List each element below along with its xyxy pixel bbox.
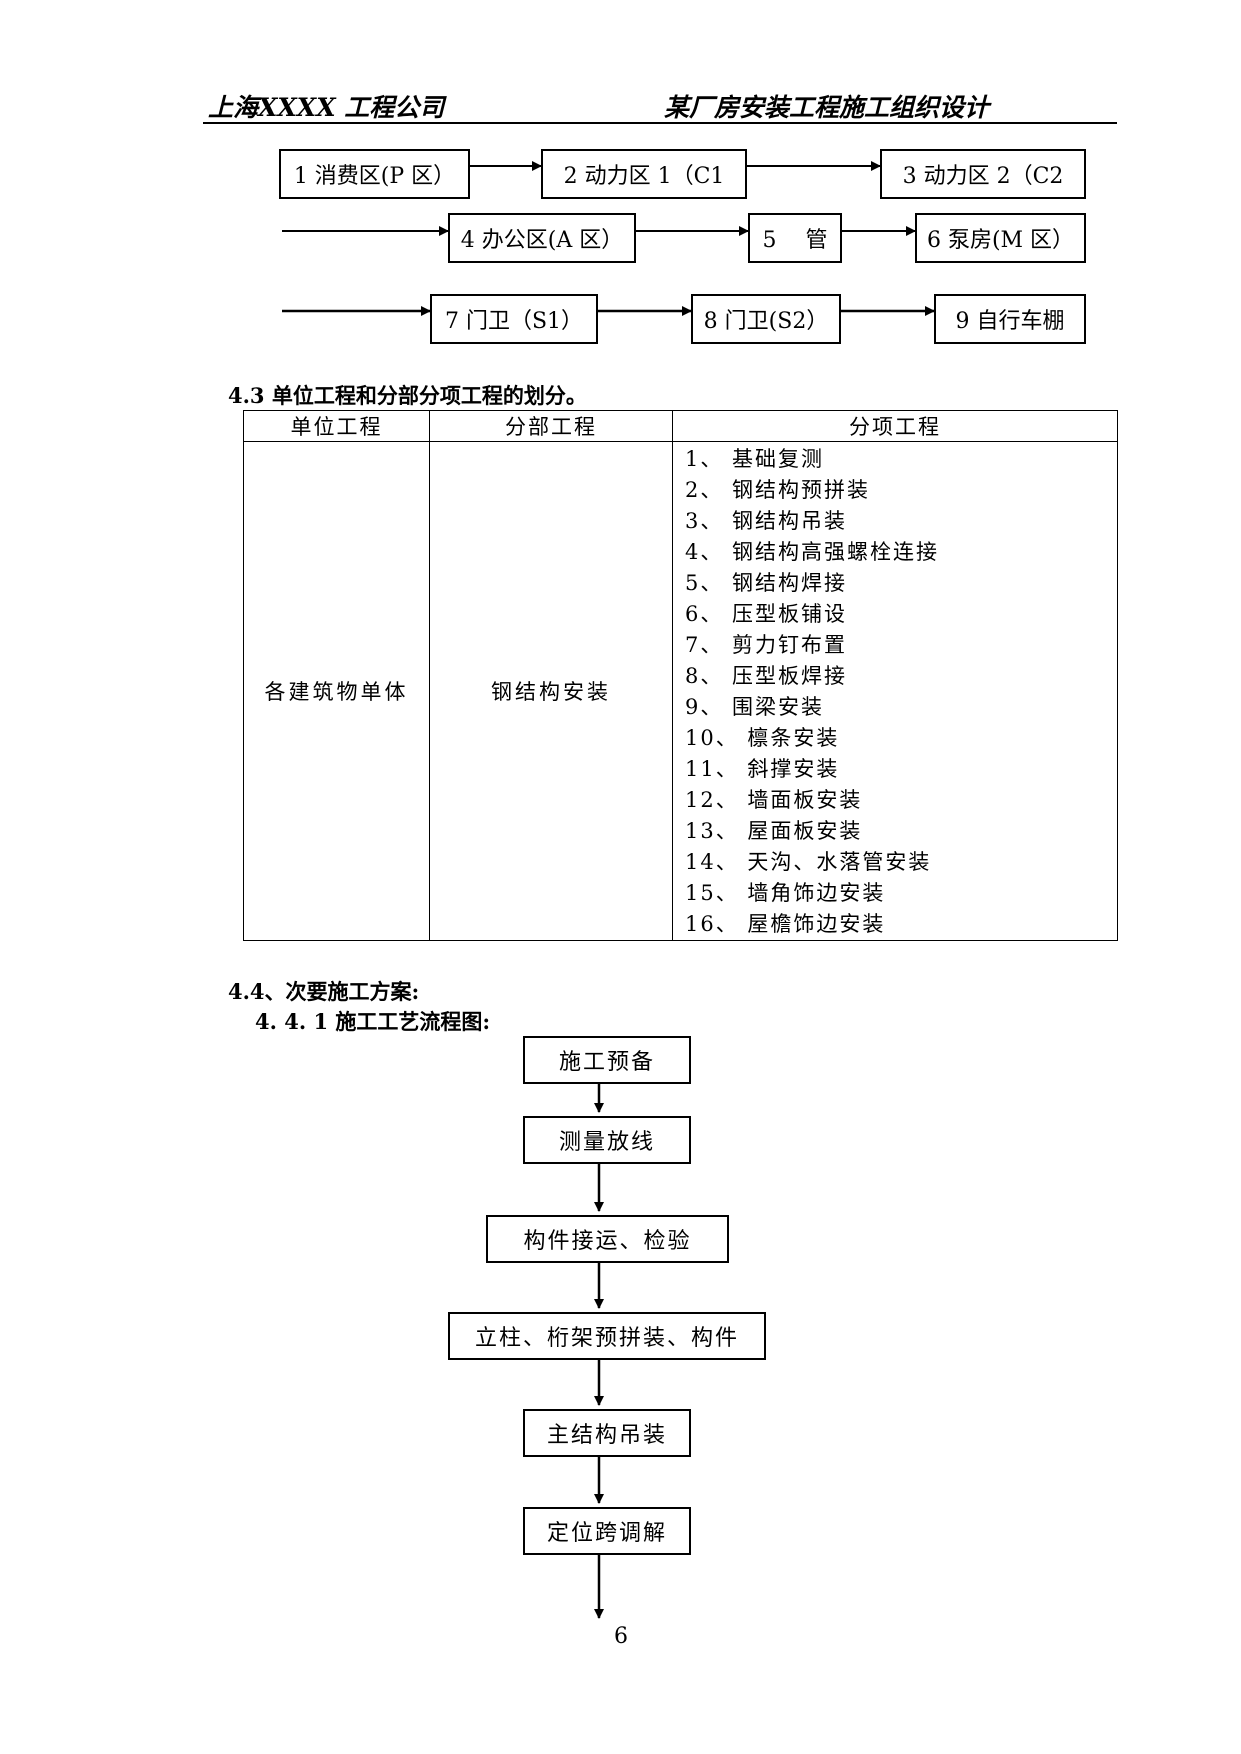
zone-box-6: 6 泵房(M 区） [915,213,1086,263]
process-step-4: 立柱、桁架预拼装、构件 [448,1312,766,1360]
process-step-6: 定位跨调解 [523,1507,691,1555]
zone-box-7: 7 门卫（S1） [430,294,598,344]
list-item: 13、 屋面板安装 [685,819,863,843]
list-item: 6、 压型板铺设 [685,602,848,626]
division-table: 单位工程 分部工程 分项工程 各建筑物单体 钢结构安装 1、 基础复测 2、 钢… [243,410,1118,941]
process-step-2: 测量放线 [523,1116,691,1164]
zone-box-1: 1 消费区(P 区） [279,149,470,199]
cell-division: 钢结构安装 [429,441,673,941]
list-item: 1、 基础复测 [685,447,825,471]
zone-box-4: 4 办公区(A 区） [448,213,636,263]
header-doc-title: 某厂房安装工程施工组织设计 [664,93,990,122]
section-4-4-heading: 4.4、次要施工方案: [228,979,420,1004]
table-header-row: 单位工程 分部工程 分项工程 [243,410,1118,442]
zone-box-2: 2 动力区 1（C1 [541,149,747,199]
list-item: 10、 檩条安装 [685,726,840,750]
zone-box-5: 5 管 [748,213,842,263]
list-item: 8、 压型板焊接 [685,664,848,688]
cell-items: 1、 基础复测 2、 钢结构预拼装 3、 钢结构吊装 4、 钢结构高强螺栓连接 … [672,441,1118,941]
list-item: 14、 天沟、水落管安装 [685,850,932,874]
zone-box-9: 9 自行车棚 [934,294,1086,344]
list-item: 2、 钢结构预拼装 [685,478,871,502]
page-number: 6 [614,1624,628,1649]
header-rule [203,122,1117,124]
cell-unit: 各建筑物单体 [243,441,430,941]
process-step-5: 主结构吊装 [523,1409,691,1457]
list-item: 5、 钢结构焊接 [685,571,848,595]
list-item: 9、 围梁安装 [685,695,825,719]
col-header-unit: 单位工程 [243,410,430,442]
process-step-3: 构件接运、检验 [486,1215,729,1263]
section-4-4-1-heading: 4. 4. 1 施工工艺流程图: [255,1009,491,1034]
list-item: 4、 钢结构高强螺栓连接 [685,540,940,564]
col-header-division: 分部工程 [429,410,673,442]
table-row: 各建筑物单体 钢结构安装 1、 基础复测 2、 钢结构预拼装 3、 钢结构吊装 … [243,441,1118,941]
process-step-1: 施工预备 [523,1036,691,1084]
header-company: 上海XXXX 工程公司 [208,93,445,122]
zone-box-8: 8 门卫(S2） [691,294,841,344]
list-item: 15、 墙角饰边安装 [685,881,886,905]
list-item: 12、 墙面板安装 [685,788,863,812]
list-item: 3、 钢结构吊装 [685,509,848,533]
list-item: 7、 剪力钉布置 [685,633,848,657]
col-header-items: 分项工程 [672,410,1118,442]
zone-box-3: 3 动力区 2（C2 [880,149,1086,199]
list-item: 11、 斜撑安装 [685,757,840,781]
list-item: 16、 屋檐饰边安装 [685,912,886,936]
section-4-3-heading: 4.3 单位工程和分部分项工程的划分。 [228,383,587,408]
